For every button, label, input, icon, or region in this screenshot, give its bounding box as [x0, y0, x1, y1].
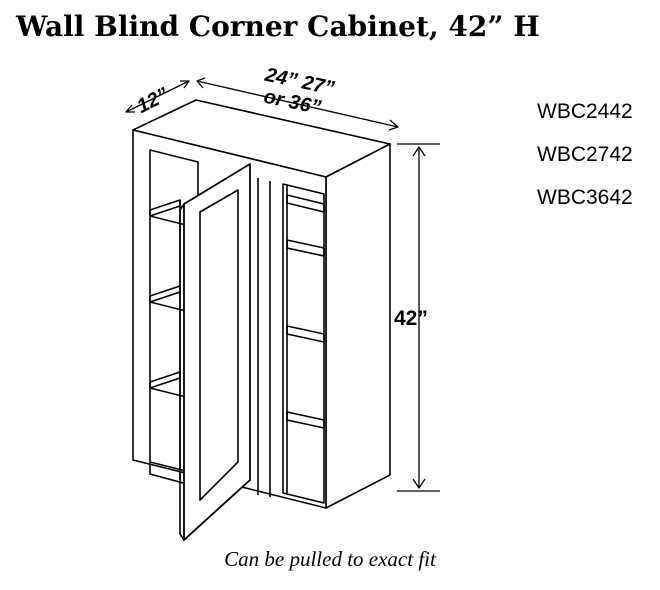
depth-dimension-label: 12”	[133, 84, 172, 118]
depth-dimension-line	[125, 80, 190, 113]
footer-note: Can be pulled to exact fit	[224, 547, 436, 571]
cabinet-right-side	[325, 143, 391, 509]
door-panel	[199, 189, 239, 501]
height-dimension-label: 42”	[394, 307, 428, 330]
model-code: WBC3642	[537, 186, 633, 209]
model-code: WBC2742	[537, 143, 633, 166]
model-list: WBC2442 WBC2742 WBC3642	[537, 90, 633, 219]
height-dimension-line	[397, 143, 440, 492]
right-opening	[282, 183, 325, 504]
page-title: Wall Blind Corner Cabinet, 42” H	[16, 10, 540, 43]
width-dimension-line	[196, 77, 399, 131]
model-code: WBC2442	[537, 100, 633, 123]
right-shelves	[286, 185, 325, 493]
